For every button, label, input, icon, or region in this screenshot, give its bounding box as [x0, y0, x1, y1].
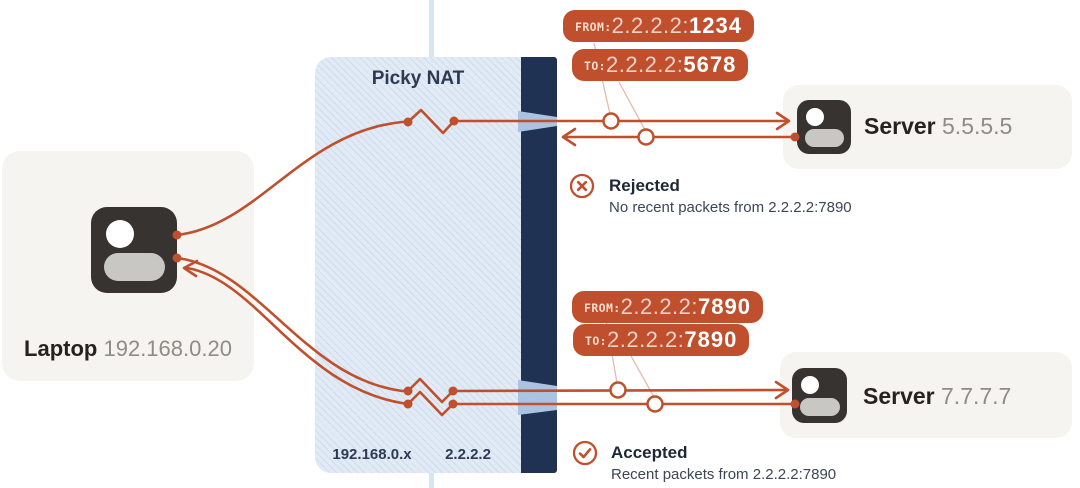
rejected-detail: No recent packets from 2.2.2.2:7890: [609, 199, 852, 216]
from-ip: 2.2.2.2:: [620, 294, 699, 319]
rejected-to-badge: TO:2.2.2.2:5678: [572, 49, 749, 81]
computer-icon: [91, 207, 177, 293]
server-bottom-label: Server 7.7.7.7: [863, 383, 1011, 410]
server-top-address: 5.5.5.5: [942, 113, 1013, 139]
from-port: 1234: [689, 13, 742, 38]
to-label: TO:: [585, 333, 607, 348]
server-icon-bar: [800, 398, 840, 416]
from-label: FROM:: [575, 19, 612, 34]
accepted-from-badge: FROM:2.2.2.2:7890: [572, 291, 763, 323]
from-label: FROM:: [584, 300, 621, 315]
nat-outside-address: 2.2.2.2: [445, 446, 491, 463]
rejected-title: Rejected: [609, 176, 680, 195]
server-icon-dot: [801, 376, 819, 394]
from-ip: 2.2.2.2:: [611, 13, 690, 38]
badge-connector: [630, 355, 655, 398]
port-marker-circle: [602, 112, 620, 130]
server-icon: [792, 368, 847, 423]
nat-title: Picky NAT: [371, 68, 465, 89]
port-marker-circle: [637, 128, 655, 146]
laptop-name: Laptop: [24, 336, 98, 361]
to-label: TO:: [584, 58, 606, 73]
to-port: 7890: [684, 327, 738, 352]
accepted-to-badge: TO:2.2.2.2:7890: [573, 324, 750, 356]
nat-inside-address: 192.168.0.x: [332, 446, 412, 463]
accepted-title: Accepted: [611, 443, 688, 462]
rejected-from-badge: FROM:2.2.2.2:1234: [563, 10, 754, 42]
nat-firewall-wall: [521, 57, 557, 473]
server-bottom-address: 7.7.7.7: [941, 383, 1012, 409]
to-port: 5678: [683, 52, 737, 77]
badge-connector: [618, 81, 646, 131]
computer-icon-bar: [104, 253, 165, 281]
to-ip: 2.2.2.2:: [605, 52, 684, 77]
accepted-detail: Recent packets from 2.2.2.2:7890: [611, 466, 837, 483]
server-bottom-name: Server: [863, 383, 935, 409]
server-top-label: Server 5.5.5.5: [864, 113, 1012, 140]
computer-icon-dot: [106, 220, 134, 248]
port-marker-circle: [609, 381, 627, 399]
server-icon-dot: [806, 108, 824, 126]
x-circle-icon: [569, 173, 595, 199]
from-port: 7890: [698, 294, 751, 319]
server-icon: [797, 100, 851, 154]
arrowhead-blocked-at-wall: [561, 127, 577, 147]
check-circle-icon: [572, 440, 598, 466]
port-marker-circle: [646, 395, 664, 413]
server-icon-bar: [805, 129, 844, 147]
laptop-address: 192.168.0.20: [103, 336, 232, 361]
server-top-name: Server: [864, 113, 936, 139]
to-ip: 2.2.2.2:: [606, 327, 685, 352]
laptop-label: Laptop 192.168.0.20: [2, 336, 254, 362]
